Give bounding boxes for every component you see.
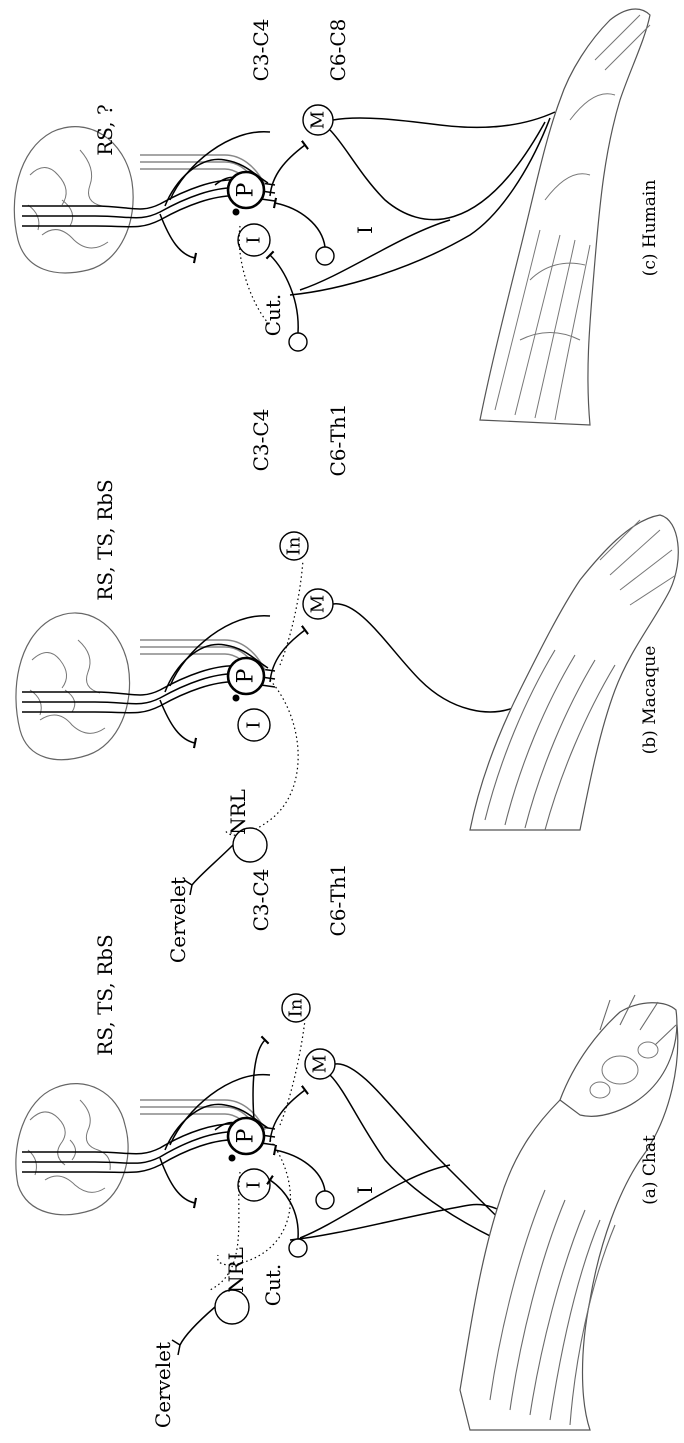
cat-cut-label: Cut. bbox=[261, 1264, 285, 1307]
human-arm-drawing bbox=[480, 9, 650, 425]
cat-receptor-2 bbox=[316, 1191, 334, 1209]
macaque-synapse-dot bbox=[233, 695, 240, 702]
human-tracts-label: RS, ? bbox=[93, 104, 117, 155]
cat-nrl-neuron bbox=[172, 1290, 249, 1355]
cat-synapse-dot bbox=[229, 1155, 236, 1162]
cat-caption: (a) Chat bbox=[640, 1135, 660, 1205]
macaque-segment-upper: C3-C4 bbox=[249, 409, 273, 472]
panel-humain: I P M bbox=[14, 9, 660, 425]
macaque-node-p-label: P bbox=[234, 668, 259, 683]
human-i-label: I bbox=[353, 226, 377, 234]
cat-neuron-p: P bbox=[228, 1118, 264, 1154]
cat-cervelet-label: Cervelet bbox=[151, 1342, 175, 1428]
cat-node-in-label: In bbox=[286, 998, 307, 1017]
human-caption: (c) Humain bbox=[640, 180, 660, 277]
macaque-cervelet-label: Cervelet bbox=[166, 877, 190, 963]
macaque-neuron-i: I bbox=[238, 709, 270, 741]
panel-chat: I P M In bbox=[16, 863, 678, 1430]
cat-neuron-i: I bbox=[238, 1169, 270, 1201]
human-cutaneous-receptor bbox=[289, 333, 307, 351]
macaque-node-in-label: In bbox=[284, 536, 305, 555]
human-neuron-p: P bbox=[228, 172, 264, 208]
macaque-brain-drawing bbox=[16, 613, 130, 760]
macaque-node-m-label: M bbox=[308, 595, 329, 613]
cat-neuron-m: M bbox=[305, 1049, 335, 1079]
cat-cutaneous-receptor bbox=[289, 1239, 307, 1257]
human-segment-lower: C6-C8 bbox=[326, 19, 350, 82]
human-neuron-m: M bbox=[303, 105, 333, 135]
human-neuron-i: I bbox=[238, 224, 270, 256]
cat-i-label: I bbox=[353, 1186, 377, 1194]
cat-node-p-label: P bbox=[234, 1128, 259, 1143]
cat-brain-drawing bbox=[16, 1084, 128, 1215]
human-segment-upper: C3-C4 bbox=[249, 19, 273, 82]
macaque-node-i-label: I bbox=[244, 721, 265, 728]
macaque-neuron-m: M bbox=[303, 589, 333, 619]
macaque-segment-lower: C6-Th1 bbox=[326, 403, 350, 476]
cat-dotted-link-nrl bbox=[218, 1140, 291, 1265]
human-node-p-label: P bbox=[234, 182, 259, 197]
human-synapse-dot bbox=[233, 209, 240, 216]
human-node-m-label: M bbox=[308, 111, 329, 129]
macaque-limb-fibres bbox=[333, 604, 520, 712]
cat-nrl-label: NRL bbox=[224, 1247, 248, 1293]
cat-node-m-label: M bbox=[310, 1055, 331, 1073]
cat-neuron-in: In bbox=[282, 994, 310, 1022]
macaque-caption: (b) Macaque bbox=[640, 646, 660, 755]
human-node-i-label: I bbox=[244, 236, 265, 243]
cat-collaterals bbox=[160, 1040, 305, 1203]
macaque-tracts-label: RS, TS, RbS bbox=[93, 479, 117, 600]
macaque-nrl-label: NRL bbox=[226, 789, 250, 835]
macaque-neuron-p: P bbox=[228, 658, 264, 694]
human-receptor-2 bbox=[316, 247, 334, 265]
cat-segment-lower: C6-Th1 bbox=[326, 863, 350, 936]
cat-node-i-label: I bbox=[244, 1181, 265, 1188]
human-cut-label: Cut. bbox=[261, 294, 285, 337]
cat-segment-upper: C3-C4 bbox=[249, 869, 273, 932]
macaque-neuron-in: In bbox=[280, 532, 308, 560]
cat-tracts-label: RS, TS, RbS bbox=[93, 934, 117, 1055]
